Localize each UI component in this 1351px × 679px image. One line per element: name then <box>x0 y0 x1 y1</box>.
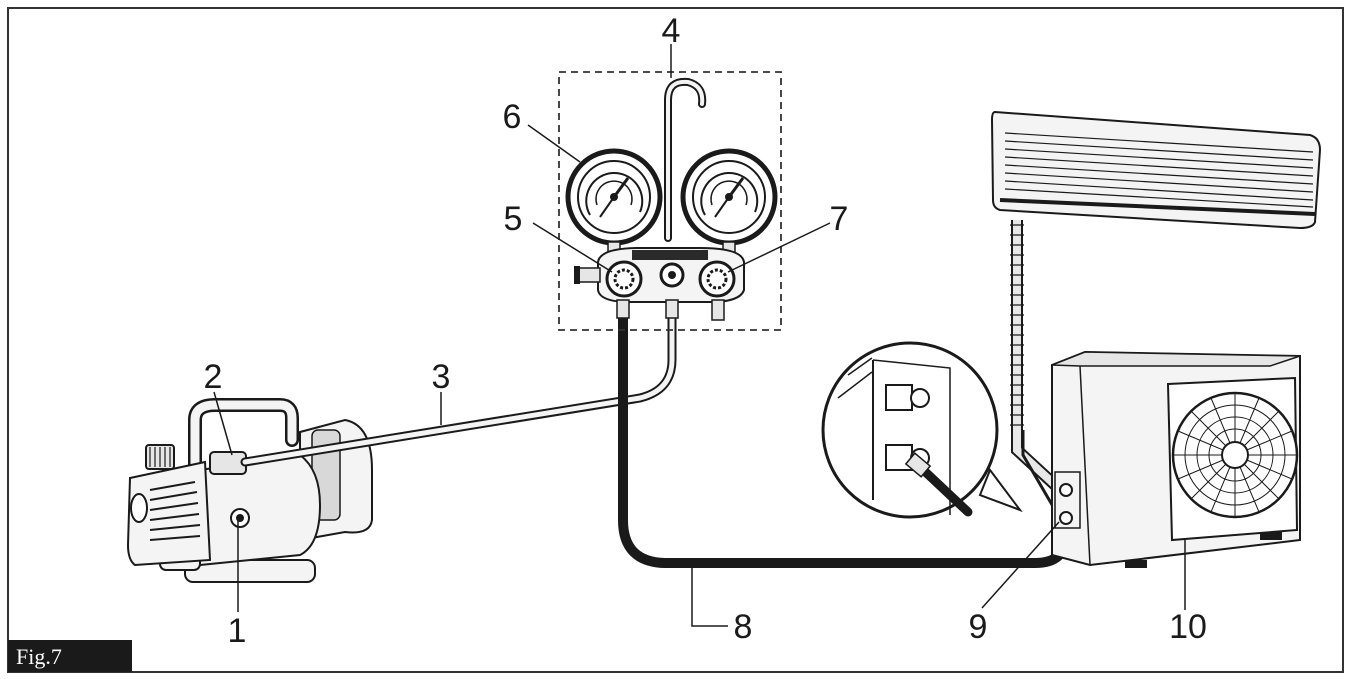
callout-10: 10 <box>1169 608 1207 646</box>
figure-label-bg <box>8 640 132 672</box>
callout-5: 5 <box>504 200 523 238</box>
indoor-unit <box>990 110 1322 230</box>
callout-9: 9 <box>969 608 988 646</box>
manifold-gauge-set <box>565 77 778 321</box>
figure-label: Fig.7 <box>16 644 62 669</box>
high-pressure-gauge <box>680 148 778 257</box>
service-valve-detail <box>821 341 1023 519</box>
callout-7: 7 <box>830 200 849 238</box>
gauge-set-box <box>558 71 782 331</box>
outdoor-unit <box>1051 350 1301 568</box>
callout-3: 3 <box>432 358 451 396</box>
callout-8: 8 <box>734 608 753 646</box>
callout-6: 6 <box>503 98 522 136</box>
low-pressure-gauge <box>565 148 663 257</box>
callout-4: 4 <box>662 12 681 50</box>
callout-1: 1 <box>228 612 247 650</box>
leader-lines <box>213 44 1186 627</box>
callout-2: 2 <box>204 358 223 396</box>
